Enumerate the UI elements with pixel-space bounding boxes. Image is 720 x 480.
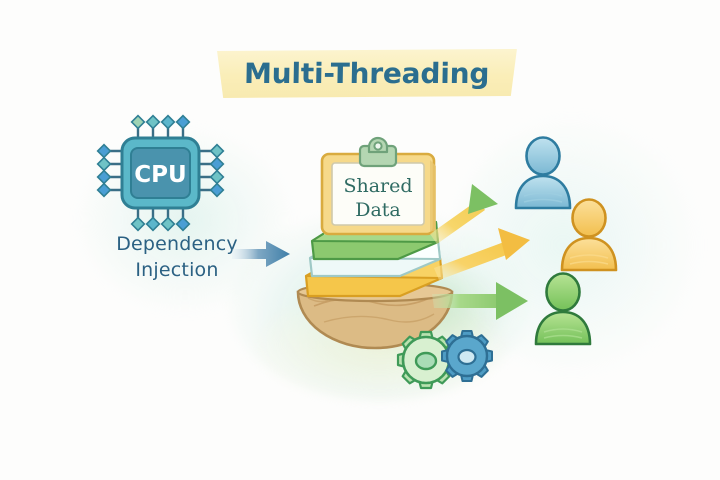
di-label-line2: Injection — [135, 258, 219, 281]
title-banner: Multi-Threading — [217, 49, 517, 98]
shared-data-line2: Data — [355, 199, 401, 221]
dependency-injection-label: Dependency Injection — [92, 232, 262, 283]
thread-arrow-1 — [430, 184, 498, 244]
cpu-icon: CPU — [96, 114, 230, 232]
dependency-injection-arrow — [232, 241, 290, 267]
blue-gear — [441, 330, 493, 382]
page-title: Multi-Threading — [244, 57, 490, 90]
clipboard-clip — [358, 136, 398, 168]
di-label-line1: Dependency — [116, 233, 238, 255]
user-figure-3 — [532, 270, 594, 346]
thread-arrow-2 — [434, 228, 530, 280]
cpu-label: CPU — [134, 162, 186, 188]
shared-data-line1: Shared — [343, 175, 412, 197]
clipboard: Shared Data — [320, 136, 436, 236]
green-gear — [396, 330, 456, 390]
gears-group — [396, 326, 496, 390]
thread-arrow-3 — [432, 282, 528, 320]
user-figure-2 — [558, 196, 620, 272]
user-figure-1 — [512, 134, 574, 210]
